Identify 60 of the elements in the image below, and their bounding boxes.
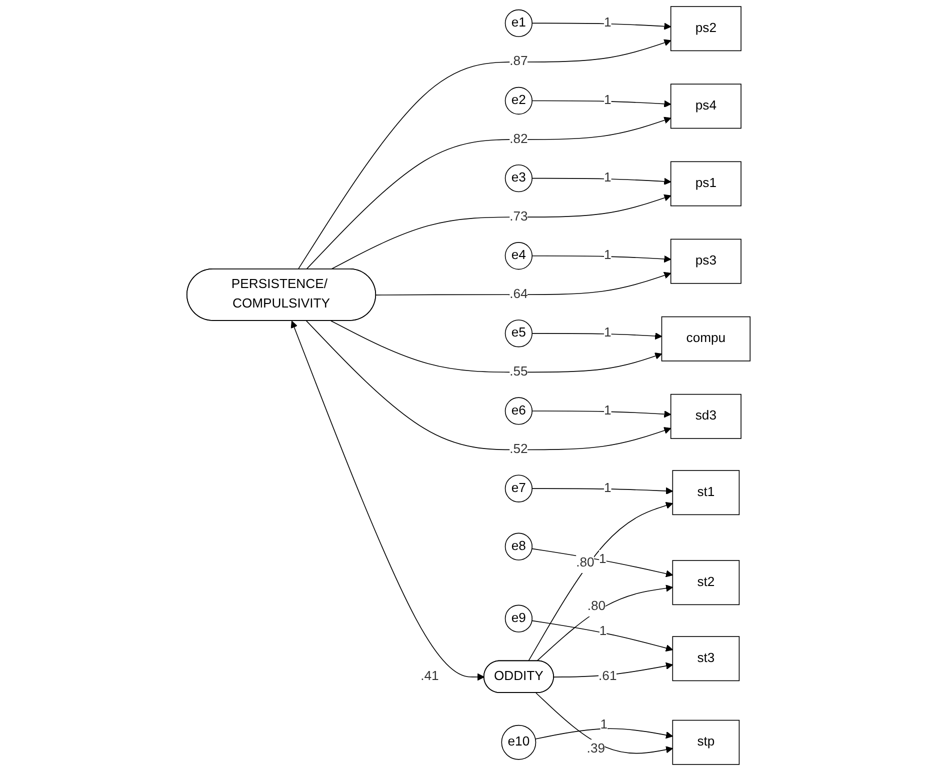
edge-label: 1 bbox=[604, 404, 612, 418]
arrow bbox=[532, 548, 673, 578]
node-circle: e6 bbox=[504, 397, 533, 425]
arrow bbox=[376, 272, 672, 296]
arrow bbox=[532, 100, 672, 108]
node-box: st1 bbox=[672, 470, 740, 516]
node-box: ps2 bbox=[670, 6, 742, 52]
node-box: st3 bbox=[672, 636, 740, 682]
edge-label: .64 bbox=[510, 287, 528, 302]
edge-label: 1 bbox=[600, 718, 608, 732]
node-box: ps1 bbox=[670, 161, 742, 206]
arrow bbox=[298, 39, 672, 270]
arrow bbox=[532, 178, 672, 186]
arrow bbox=[532, 410, 672, 418]
edge-label: .73 bbox=[510, 210, 528, 224]
edge-label: 1 bbox=[599, 552, 606, 566]
arrow bbox=[528, 502, 673, 662]
edge-label: .39 bbox=[586, 742, 606, 756]
node-circle: e4 bbox=[504, 242, 533, 270]
arrow bbox=[536, 692, 673, 754]
node-circle: e8 bbox=[504, 532, 533, 560]
arrow bbox=[532, 332, 662, 340]
edge-label: 1 bbox=[604, 326, 612, 340]
arrow bbox=[290, 320, 485, 681]
arrow bbox=[532, 620, 673, 652]
arrow bbox=[535, 728, 673, 740]
node-circle: e9 bbox=[504, 604, 533, 632]
edge-label: 1 bbox=[599, 624, 607, 638]
arrow bbox=[554, 662, 673, 678]
arrow bbox=[306, 116, 672, 270]
node-circle: e1 bbox=[504, 9, 533, 38]
edge-label: .80 bbox=[587, 599, 606, 614]
node-circle: e5 bbox=[504, 320, 533, 348]
edge-label: .80 bbox=[576, 556, 594, 570]
node-box: st2 bbox=[672, 560, 740, 606]
edge-label: .55 bbox=[510, 364, 528, 379]
edge-label: 1 bbox=[604, 16, 612, 30]
edge-label: 1 bbox=[604, 481, 612, 496]
edge-label: 1 bbox=[604, 93, 612, 108]
node-circle: e10 bbox=[501, 724, 536, 760]
node-circle: e7 bbox=[504, 474, 533, 502]
node-box: compu bbox=[661, 316, 751, 362]
node-circle: e3 bbox=[504, 164, 533, 192]
node-box: stp bbox=[672, 720, 740, 765]
edge-label: .52 bbox=[510, 442, 528, 456]
edge-label: .41 bbox=[420, 669, 439, 684]
arrow bbox=[536, 584, 673, 662]
arrow bbox=[532, 22, 672, 30]
node-box: ps3 bbox=[670, 238, 742, 284]
arrow bbox=[330, 194, 672, 270]
arrow bbox=[532, 255, 672, 263]
node-circle: e2 bbox=[504, 86, 533, 115]
edge-label: 1 bbox=[604, 248, 612, 262]
arrow bbox=[532, 487, 673, 495]
node-box: sd3 bbox=[670, 394, 742, 439]
edge-label: .87 bbox=[510, 54, 528, 69]
edge-label: .82 bbox=[510, 132, 528, 146]
edge-label: 1 bbox=[604, 170, 612, 185]
edge-label: .61 bbox=[598, 669, 617, 684]
node-box: ps4 bbox=[670, 84, 742, 129]
